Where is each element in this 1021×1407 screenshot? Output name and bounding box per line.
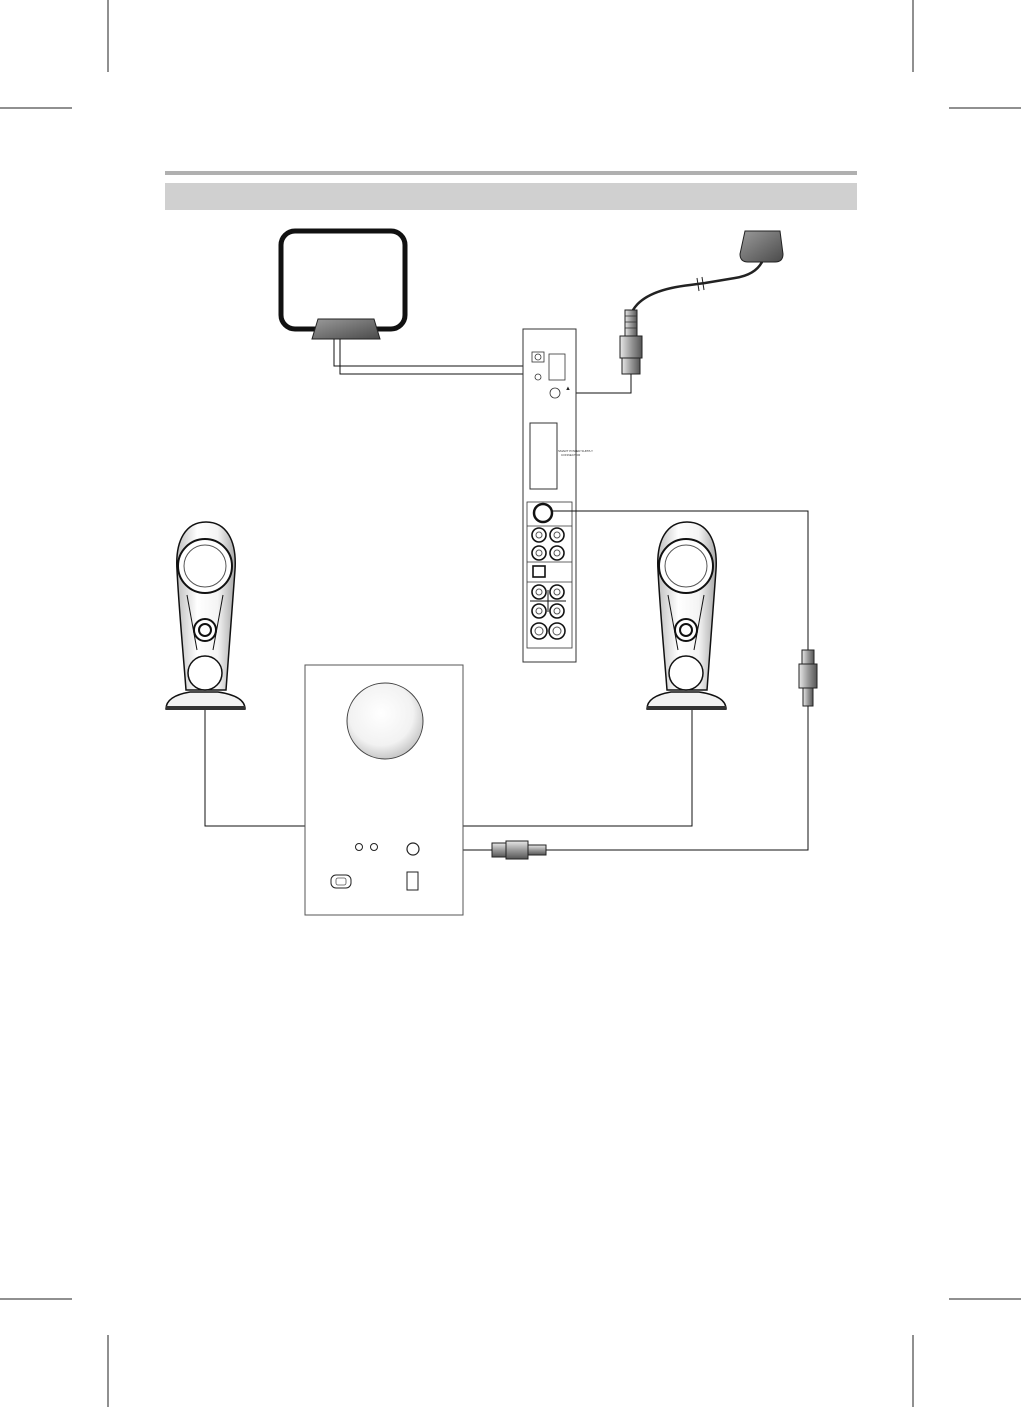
header-bar [165,183,857,210]
loop-antenna-icon [281,231,405,329]
power-inlet [331,875,351,888]
am-loop-antenna [281,231,524,374]
speaker-icon [166,522,245,710]
svg-text:CONNECTOR: CONNECTOR [561,453,581,457]
optical-jack [533,566,545,577]
subwoofer [305,665,463,915]
front-speaker-left [166,522,245,710]
fm-antenna-plug [560,231,783,393]
power-supply-connector [530,423,557,489]
fm-marker: ▲ [565,386,571,392]
front-speaker-right [647,522,726,710]
subwoofer-input-jack [407,843,419,855]
rear-panel: ▲ SMART POWER SUPPLY CONNECTOR [523,329,593,662]
subwoofer-cone [347,683,423,759]
subwoofer-cable [418,511,817,859]
subwoofer-out-jack [534,504,552,522]
speaker-terminal-left [356,844,363,851]
power-switch [407,872,418,890]
antenna-plug-icon [740,231,783,262]
speaker-terminal-right [371,844,378,851]
speaker-icon [647,522,726,710]
header-rule [165,171,857,175]
